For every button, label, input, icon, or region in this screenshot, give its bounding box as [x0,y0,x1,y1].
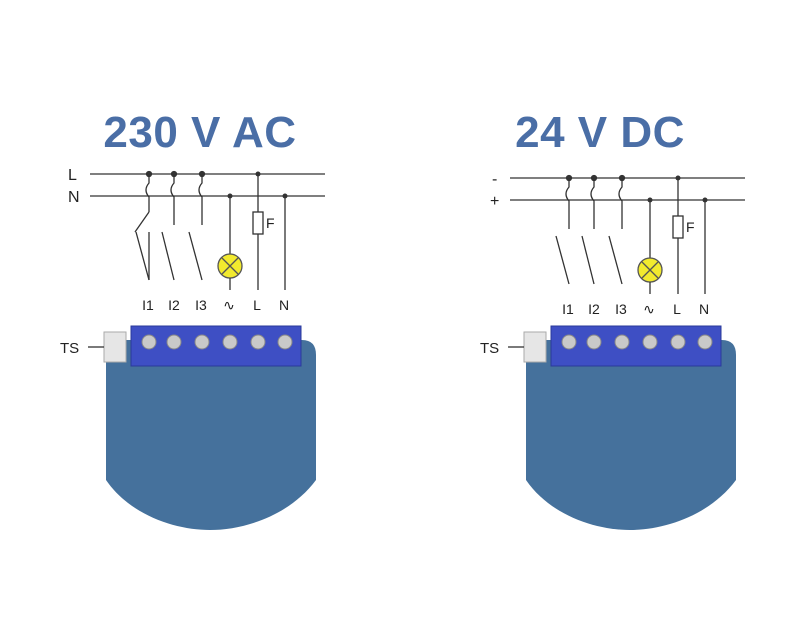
terminal-screw [141,334,157,350]
terminal-label-i2: I2 [168,297,180,313]
wiring-panel-24v-dc: 24 V DC TS - + [400,0,800,640]
wiring-diagram: TS - + [480,171,745,530]
terminal-screw [166,334,182,350]
terminal-screw [697,334,713,350]
terminal-screws [561,334,713,350]
module-body [526,340,736,530]
terminal-block [130,325,302,367]
switch-inputs [555,174,626,285]
fuse: F [672,175,695,294]
terminal-screw [194,334,210,350]
line-label-L: L [68,167,77,184]
lamp [217,193,243,290]
terminal-label-n: N [699,301,709,317]
terminal-label-l: L [673,301,681,317]
line-label-minus: - [492,171,497,188]
terminal-label-i1: I1 [562,301,574,317]
lamp [637,197,663,294]
sensor-label: TS [60,340,79,357]
terminal-screw [561,334,577,350]
panel-title: 24 V DC [515,108,685,157]
sensor-label: TS [480,340,499,357]
terminal-label-n: N [279,297,289,313]
switch-inputs [134,170,206,281]
terminal-labels: I1 I2 I3 ∿ L N [562,301,709,317]
terminal-screw [614,334,630,350]
line-label-N: N [68,189,80,206]
terminal-label-ac: ∿ [223,297,235,313]
terminal-screw [277,334,293,350]
terminal-block [550,325,722,367]
sensor-connector [523,331,547,363]
module-body [106,340,316,530]
terminal-screw [222,334,238,350]
terminal-label-i2: I2 [588,301,600,317]
terminal-labels: I1 I2 I3 ∿ L N [142,297,289,313]
fuse: F [252,171,275,290]
terminal-screw [250,334,266,350]
terminal-screw [642,334,658,350]
wiring-panel-230v-ac: 230 V AC TS L N [60,108,325,530]
fuse-label: F [266,215,275,231]
terminal-label-i1: I1 [142,297,154,313]
fuse-label: F [686,219,695,235]
terminal-label-l: L [253,297,261,313]
panel-title: 230 V AC [103,108,297,157]
terminal-label-ac: ∿ [643,301,655,317]
sensor-connector [103,331,127,363]
wiring-diagram: TS L N [60,167,325,530]
terminal-label-i3: I3 [615,301,627,317]
line-label-plus: + [490,193,499,210]
terminal-label-i3: I3 [195,297,207,313]
terminal-screw [670,334,686,350]
terminal-screws [141,334,293,350]
terminal-screw [586,334,602,350]
